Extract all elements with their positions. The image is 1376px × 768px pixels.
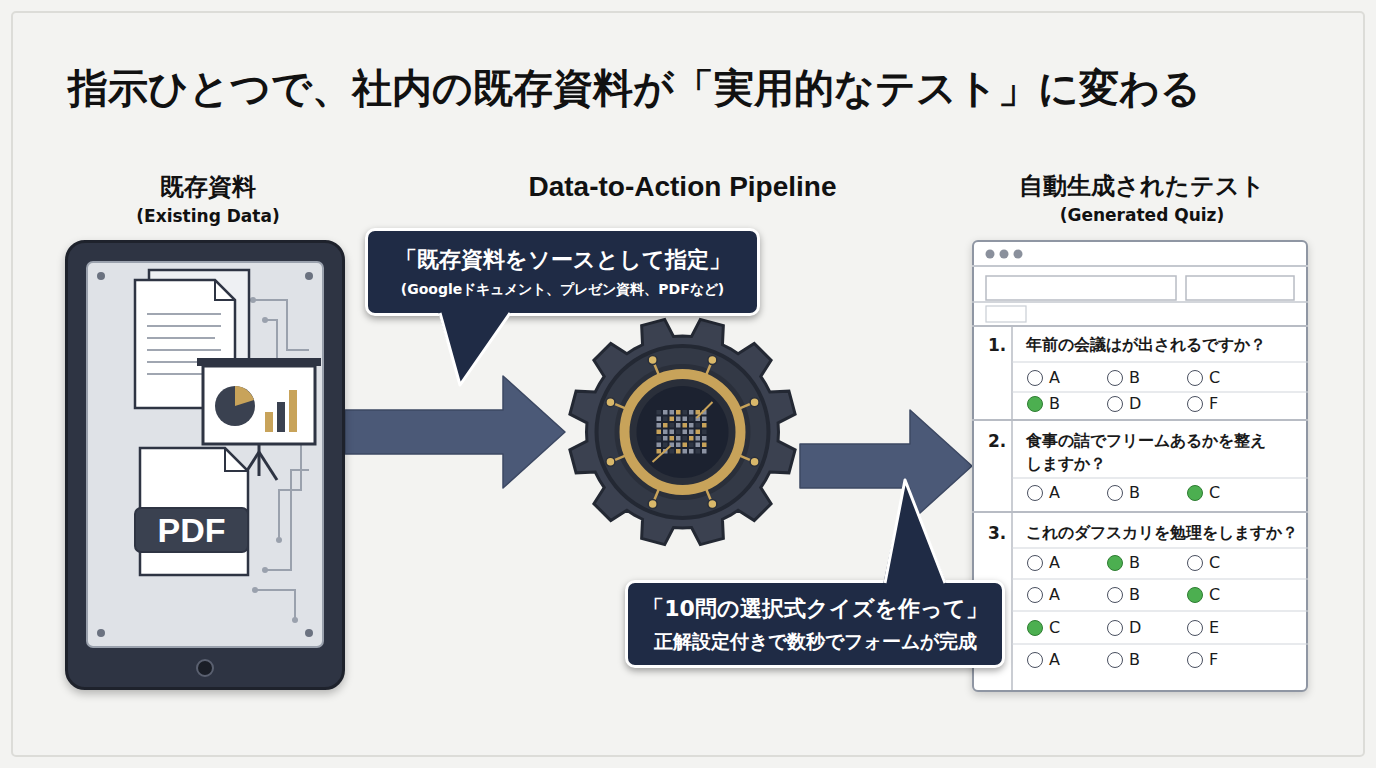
option-letter: E [1209,618,1219,638]
title-text: 指示ひとつで、社内の既存資料が「実用的なテスト」に変わる [68,62,1201,114]
file-type-label: PDF [135,508,248,552]
option-letter: B [1129,368,1140,388]
option-letter: A [1049,368,1060,388]
radio-selected [1107,555,1123,571]
radio-button [1107,370,1123,386]
question-text: 食事の詰でフリームあるかを整えしますか？ [1026,429,1281,475]
option-letter: B [1129,650,1140,670]
radio-button [1187,370,1203,386]
option-letter: C [1209,483,1220,503]
speech-callout: 「既存資料をソースとして指定」 (Googleドキュメント、プレゼン資料、PDFな… [365,228,760,316]
radio-button [1027,485,1043,501]
radio-button [1107,485,1123,501]
option-letter: C [1049,618,1060,638]
option-letter: A [1049,483,1060,503]
radio-selected [1027,396,1043,412]
callout-text: (Googleドキュメント、プレゼン資料、PDFなど) [401,280,724,298]
question-number: 1. [988,334,1006,356]
radio-button [1107,396,1123,412]
gear-shape [565,317,800,547]
radio-button [1027,370,1043,386]
option-letter: F [1209,650,1218,670]
node-heading: (Existing Data) [0,204,548,228]
speech-callout: 「10問の選択式クイズを作って」正解設定付きで数秒でフォームが完成 [625,580,1005,668]
option-letter: B [1049,394,1060,414]
option-letter: B [1129,585,1140,605]
node-heading: Data-to-Action Pipeline [365,169,1000,205]
radio-button [1187,396,1203,412]
option-letter: D [1129,394,1141,414]
option-letter: F [1209,394,1218,414]
flow-arrow [345,376,565,488]
option-letter: C [1209,553,1220,573]
callout-tail [625,580,1005,668]
option-letter: D [1129,618,1141,638]
option-letter: A [1049,650,1060,670]
radio-selected [1187,587,1203,603]
radio-button [1027,652,1043,668]
question-text: 年前の会議はが出されるですか？ [1026,333,1304,356]
flow-arrow [800,410,972,522]
radio-button [1187,555,1203,571]
callout-text-stack: 「既存資料をソースとして指定」 (Googleドキュメント、プレゼン資料、PDFな… [368,231,757,313]
question-text: これのダフスカリを勉理をしますか？ [1026,521,1306,544]
radio-button [1027,555,1043,571]
radio-button [1187,620,1203,636]
option-letter: C [1209,585,1220,605]
option-letter: A [1049,553,1060,573]
callout-text: 「既存資料をソースとして指定」 [395,246,731,274]
radio-button [1107,587,1123,603]
node-heading: 自動生成されたテスト [774,171,1376,201]
radio-selected [1027,620,1043,636]
radio-button [1027,587,1043,603]
radio-button [1187,652,1203,668]
radio-button [1107,620,1123,636]
callout-text-stack: 「10問の選択式クイズを作って」正解設定付きで数秒でフォームが完成 [628,583,1002,665]
radio-selected [1187,485,1203,501]
option-letter: B [1129,483,1140,503]
pipeline-gear: Data-to-Action Pipeline [565,317,800,547]
option-letter: A [1049,585,1060,605]
option-letter: B [1129,553,1140,573]
question-number: 2. [988,430,1006,452]
node-heading: 既存資料 [0,172,548,202]
source-device: 既存資料(Existing Data) [65,240,345,690]
node-heading: (Generated Quiz) [774,203,1376,227]
callout-text: 正解設定付きで数秒でフォームが完成 [654,629,977,653]
option-letter: C [1209,368,1220,388]
question-number: 3. [988,522,1006,544]
callout-text: 「10問の選択式クイズを作って」 [642,595,988,623]
radio-button [1107,652,1123,668]
